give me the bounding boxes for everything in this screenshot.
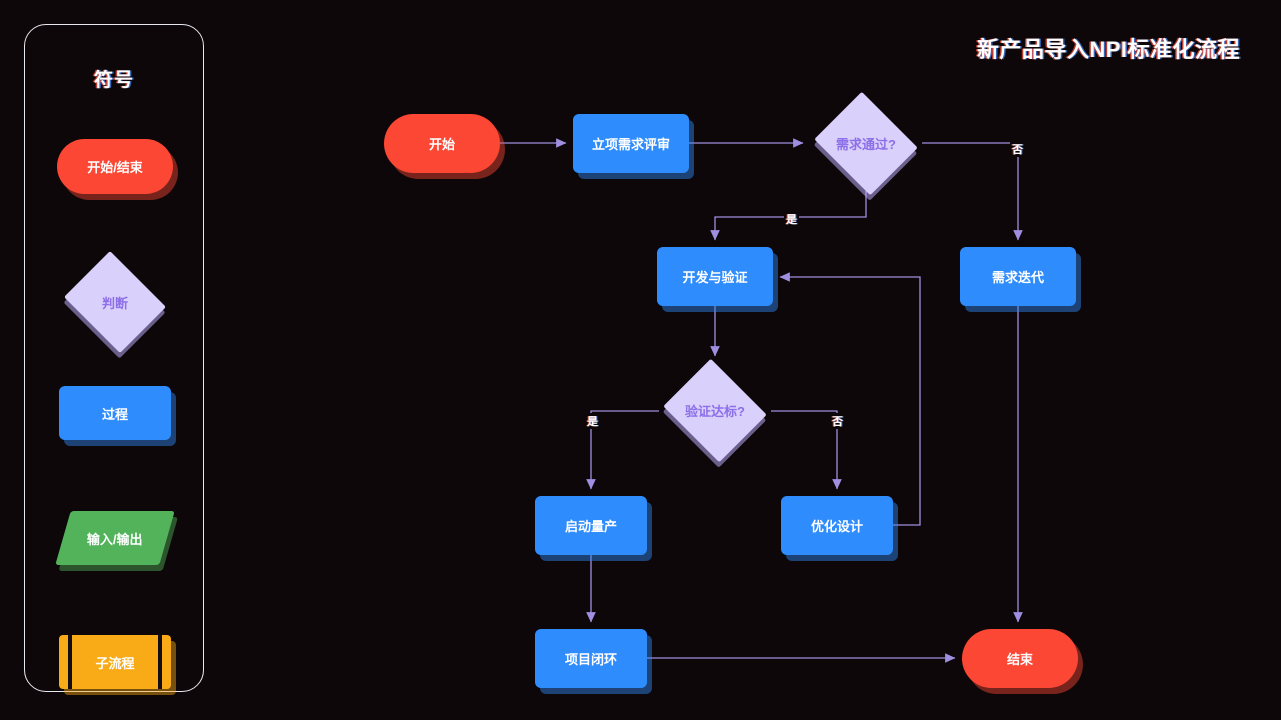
page-title: 新产品导入NPI标准化流程 — [976, 37, 1240, 62]
node-project-closure[interactable]: 项目闭环 — [535, 629, 647, 688]
node-label-project-closure: 项目闭环 — [564, 652, 617, 667]
edge-verify-massprod — [586, 410, 659, 490]
node-requirement-iteration[interactable]: 需求迭代 — [960, 247, 1076, 306]
diamond-icon — [663, 358, 767, 463]
node-optimize-design[interactable]: 优化设计 — [781, 496, 893, 555]
legend-shape-decision: 判断 — [59, 251, 171, 353]
legend-item-decision: 判断 — [25, 247, 205, 357]
legend-panel: 符号 开始/结束 判断 过程 输入/输出 子流程 — [24, 24, 204, 692]
node-label-mass-production: 启动量产 — [564, 519, 617, 534]
node-label-develop-verify: 开发与验证 — [682, 270, 748, 285]
node-verification-pass-decision[interactable]: 验证达标? — [659, 358, 771, 463]
legend-item-io: 输入/输出 — [25, 483, 205, 593]
legend-shape-terminator: 开始/结束 — [57, 138, 173, 194]
diamond-icon — [64, 251, 166, 353]
edge-label-no-verify: 否 — [830, 413, 845, 429]
legend-shape-subprocess: 子流程 — [59, 635, 171, 689]
node-develop-verify[interactable]: 开发与验证 — [657, 247, 773, 306]
edge-verify-optimize — [771, 410, 842, 490]
node-mass-production[interactable]: 启动量产 — [535, 496, 647, 555]
node-label-start: 开始 — [428, 137, 455, 152]
node-label-end: 结束 — [1006, 652, 1033, 667]
edge-pass-iterate — [922, 142, 1023, 241]
legend-label-process: 过程 — [101, 406, 128, 422]
legend-label-terminator: 开始/结束 — [87, 159, 143, 175]
edge-label-yes-pass: 是 — [784, 211, 799, 227]
node-review[interactable]: 立项需求评审 — [573, 114, 689, 173]
legend-shape-process: 过程 — [59, 386, 171, 440]
edge-label-yes-verify: 是 — [585, 413, 600, 429]
edge-optimize-develop — [779, 272, 921, 526]
node-start[interactable]: 开始 — [384, 114, 500, 173]
legend-item-process: 过程 — [25, 358, 205, 468]
node-requirement-pass-decision[interactable]: 需求通过? — [810, 91, 922, 196]
node-label-requirement-iteration: 需求迭代 — [991, 270, 1044, 285]
legend-title: 符号 — [93, 70, 134, 91]
legend-label-subprocess: 子流程 — [95, 655, 135, 671]
legend-shape-io: 输入/输出 — [55, 511, 175, 565]
node-label-optimize-design: 优化设计 — [810, 519, 863, 534]
legend-item-subprocess: 子流程 — [25, 607, 205, 717]
legend-label-io: 输入/输出 — [87, 531, 143, 547]
legend-item-terminator: 开始/结束 — [25, 111, 205, 221]
edge-label-no-pass: 否 — [1010, 141, 1025, 157]
node-label-review: 立项需求评审 — [591, 137, 670, 152]
diamond-icon — [814, 91, 918, 196]
node-end[interactable]: 结束 — [962, 629, 1078, 688]
